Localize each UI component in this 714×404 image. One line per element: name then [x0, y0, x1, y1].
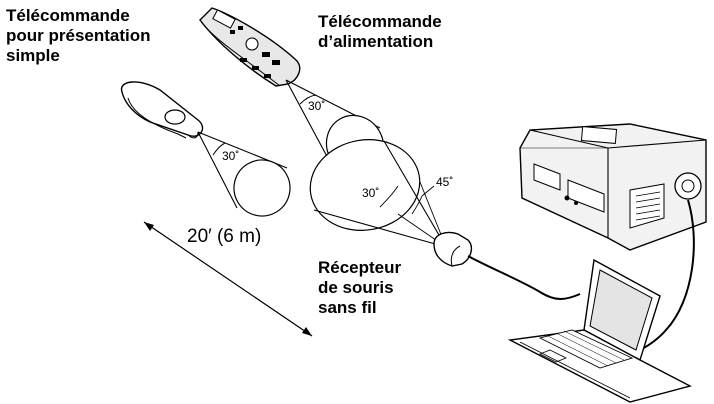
simple-presentation-remote: [120, 81, 204, 139]
receiver-angle-left: 30˚: [362, 186, 379, 200]
wireless-mouse-receiver: [433, 231, 473, 267]
power-remote: [199, 7, 301, 87]
laptop: [507, 258, 692, 403]
receiver-reception-cone: [309, 139, 447, 248]
simple-remote-beam: [197, 131, 291, 217]
distance-label: 20′ (6 m): [187, 226, 262, 247]
power-remote-label: Télécommande d’alimentation: [318, 12, 442, 51]
projector: [519, 123, 707, 251]
receiver-cable: [467, 255, 581, 300]
remote-button-icon: [164, 109, 186, 125]
receiver-label: Récepteur de souris sans fil: [318, 258, 402, 317]
distance-arrow: [143, 221, 313, 337]
receiver-angle-right: 45˚: [436, 175, 453, 189]
simple-remote-angle: 30˚: [222, 149, 239, 163]
power-remote-angle: 30˚: [308, 99, 325, 113]
remote-dial-icon: [245, 37, 259, 51]
simple-remote-label: Télécommande pour présentation simple: [6, 6, 151, 65]
